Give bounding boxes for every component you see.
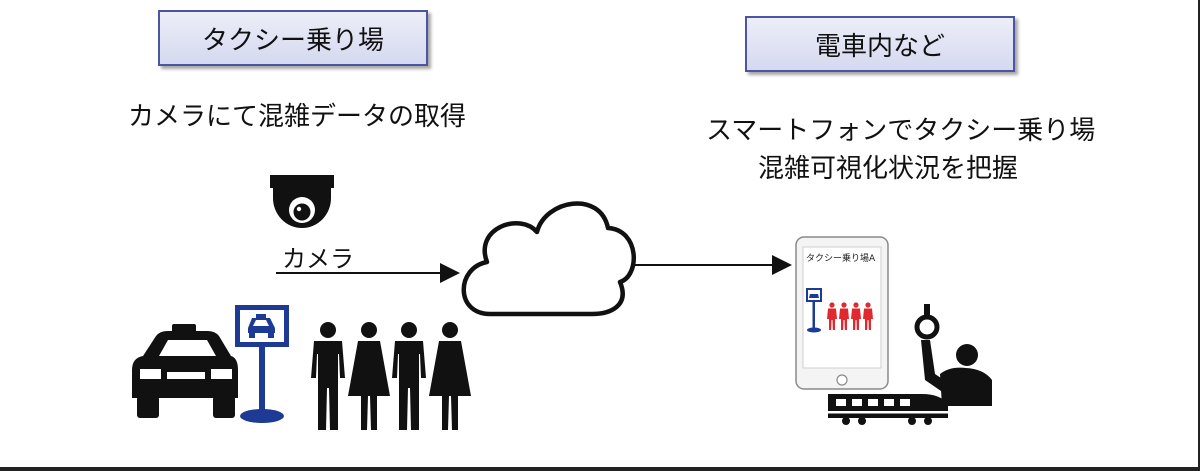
person-icon <box>348 322 390 430</box>
cloud-icon <box>461 201 636 317</box>
person-icon <box>429 322 471 430</box>
security-camera-icon <box>270 175 334 228</box>
taxi-stand-header-text: タクシー乗り場 <box>201 25 384 56</box>
smartphone-caption-line2: 混雑可視化状況を把握 <box>757 154 1018 184</box>
train-header: 電車内など <box>745 16 1015 72</box>
passenger-hanging-strap-icon <box>914 304 992 406</box>
smartphone-icon: タクシー乗り場A <box>795 236 889 390</box>
taxi-stand-sign-icon <box>235 305 289 423</box>
smartphone-caption-line1: スマートフォンでタクシー乗り場 <box>706 116 1096 146</box>
phone-screen-title: タクシー乗り場A <box>806 252 876 264</box>
person-icon <box>311 322 345 430</box>
taxi-icon <box>132 324 238 418</box>
camera-label: カメラ <box>282 245 354 273</box>
camera-caption: カメラにて混雑データの取得 <box>128 102 467 132</box>
train-header-text: 電車内など <box>814 31 945 62</box>
taxi-stand-header: タクシー乗り場 <box>158 10 428 66</box>
queue-people-icon <box>311 322 471 430</box>
smartphone-caption: スマートフォンでタクシー乗り場 混雑可視化状況を把握 <box>706 112 1096 188</box>
train-icon <box>828 394 948 425</box>
phone-taxi-sign-icon <box>806 288 822 333</box>
person-icon <box>392 322 426 430</box>
